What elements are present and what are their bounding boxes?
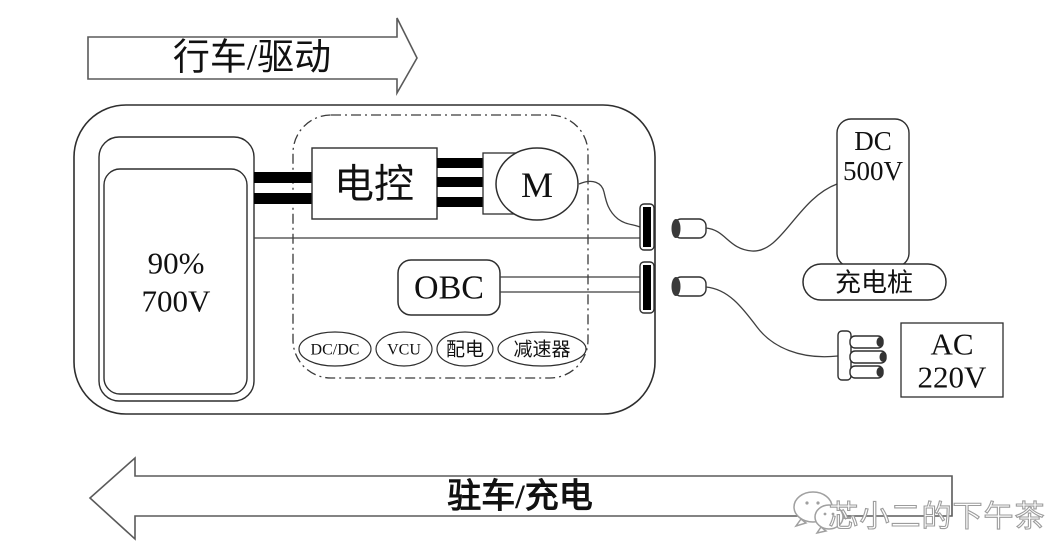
motor-controller-box — [311, 147, 438, 220]
ac-connector — [671, 276, 707, 297]
ac-cable — [705, 286, 839, 358]
obc: OBC — [397, 259, 640, 316]
watermark-text: 芯小二的下午茶 — [829, 501, 1046, 534]
module-pdu-label: 配电 — [446, 339, 484, 361]
module-vcu-ellipse — [375, 331, 433, 367]
battery-pack: 90% 700V — [98, 136, 255, 402]
motor-to-port-wire — [578, 180, 641, 228]
battery-voltage-text: 700V — [142, 284, 212, 319]
dc-supply-type: DC — [854, 126, 892, 156]
motor: M — [482, 147, 579, 221]
dc-connector — [671, 218, 707, 239]
module-vcu-label: VCU — [387, 342, 421, 359]
battery-bus-bar-1 — [254, 172, 312, 183]
charging-pile-label: 充电桩 — [835, 269, 913, 298]
powertrain-compartment — [292, 114, 589, 379]
phase-bar-3 — [437, 197, 483, 207]
phase-bar-1 — [437, 158, 483, 168]
charging-pile-pill — [802, 263, 947, 301]
obc-box — [397, 259, 501, 316]
charging-pile: 充电桩 — [802, 263, 947, 301]
ac-supply-box — [900, 322, 1004, 398]
dc-supply: DC 500V — [836, 118, 910, 268]
drive-arrow-shape — [87, 17, 418, 97]
motor-controller-label: 电控 — [334, 162, 414, 207]
drive-arrow-label: 行车/驱动 — [173, 37, 331, 79]
ac-supply-voltage: 220V — [918, 360, 988, 395]
module-dcdc-label: DC/DC — [311, 342, 360, 359]
module-reducer-ellipse — [497, 331, 587, 367]
obc-label: OBC — [414, 270, 484, 307]
module-pdu-ellipse — [436, 331, 494, 367]
ac-charge-port — [639, 261, 655, 314]
battery-bus-bar-2 — [254, 193, 312, 204]
module-reducer-label: 减速器 — [513, 339, 570, 361]
battery-inner — [103, 168, 248, 395]
module-row: DC/DC VCU 配电 减速器 — [298, 331, 587, 367]
wechat-bubbles-icon — [793, 491, 851, 535]
motor-circle — [495, 147, 579, 221]
dc-supply-voltage: 500V — [843, 156, 904, 186]
ac-plug — [837, 330, 887, 381]
ac-supply-type: AC — [930, 327, 973, 362]
park-arrow-label: 驻车/充电 — [447, 478, 592, 516]
phase-bar-2 — [437, 177, 483, 187]
drive-arrow: 行车/驱动 — [87, 17, 418, 97]
dc-cable — [705, 183, 838, 252]
battery-soc-text: 90% — [148, 246, 205, 281]
module-dcdc-ellipse — [298, 331, 372, 367]
watermark: 芯小二的下午茶 — [793, 491, 1046, 535]
dc-charge-port — [639, 203, 655, 251]
motor-label: M — [521, 165, 553, 205]
ac-supply: AC 220V — [900, 322, 1004, 398]
